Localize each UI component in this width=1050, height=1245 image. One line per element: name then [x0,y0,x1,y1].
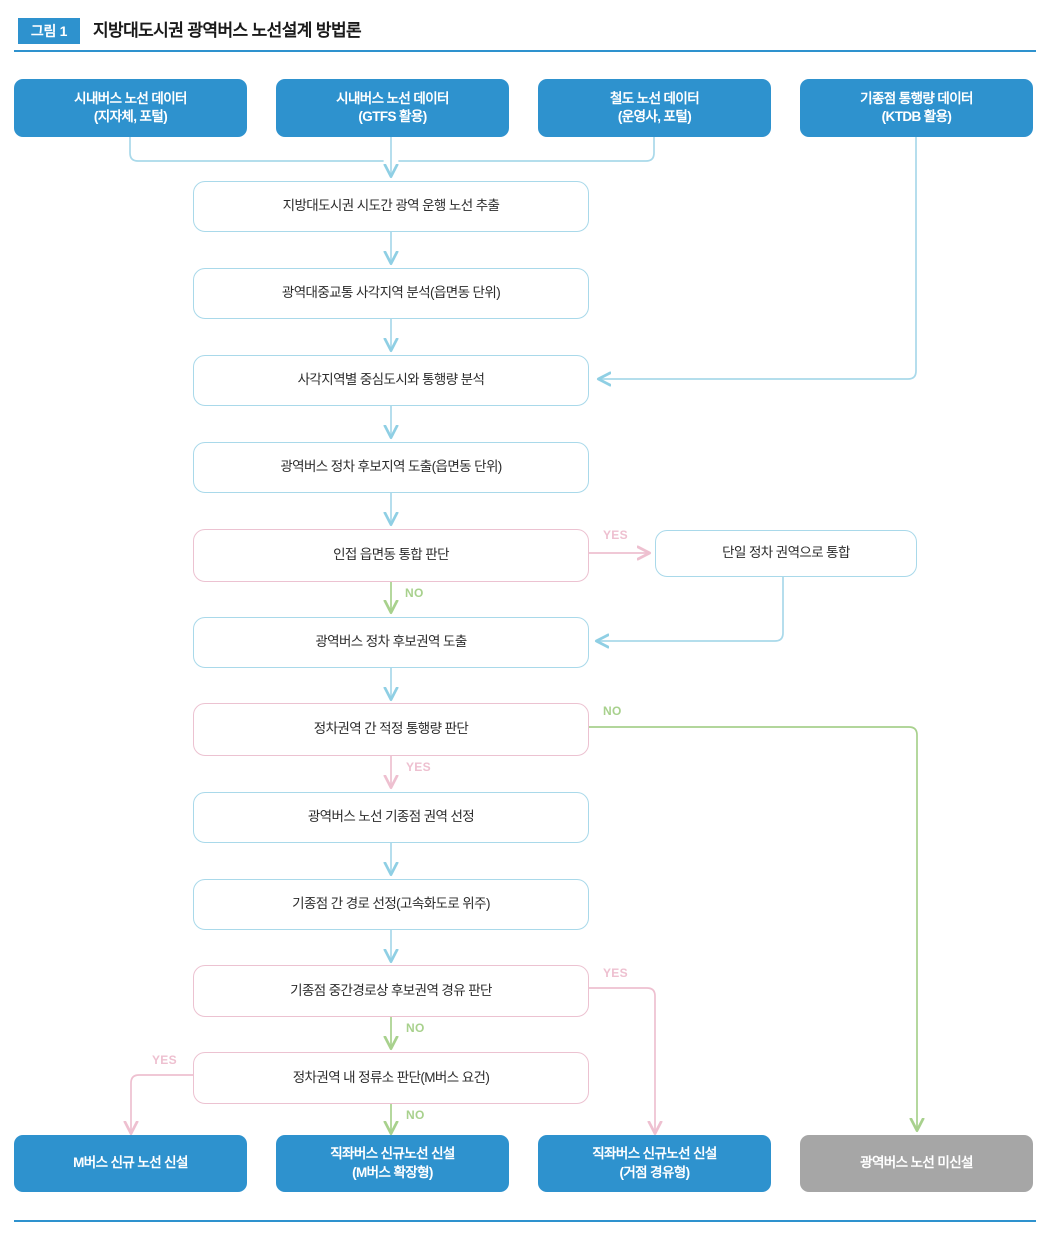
process-label: 광역버스 정차 후보권역 도출 [315,634,467,650]
node-process-select-od-zone[interactable]: 광역버스 노선 기종점 권역 선정 [193,792,589,843]
decision-label: 정차권역 간 적정 통행량 판단 [313,721,469,737]
edge-label-d4-no: NO [406,1108,425,1122]
decision-label: 정차권역 내 정류소 판단(M버스 요건) [292,1069,490,1085]
node-decision-merge-adjacent[interactable]: 인접 읍면동 통합 판단 [193,529,589,582]
result-label-line1: M버스 신규 노선 신설 [73,1155,188,1171]
wire-src1-to-bus [129,136,384,162]
edge-label-d1-yes: YES [603,528,628,542]
result-label-line2: (거점 경유형) [619,1164,690,1180]
process-label: 광역버스 노선 기종점 권역 선정 [307,809,475,825]
wire-d3-yes-r3 [588,987,655,1133]
process-label: 광역버스 정차 후보지역 도출(읍면동 단위) [280,459,502,475]
header-divider [14,50,1036,52]
wire-src3-to-bus [398,136,655,162]
edge-label-d2-yes: YES [406,760,431,774]
source-label-line2: (GTFS 활용) [358,109,427,124]
process-label: 사각지역별 중심도시와 통행량 분석 [297,372,485,388]
wire-s1-to-p5 [597,576,784,641]
node-result-no-new-route[interactable]: 광역버스 노선 미신설 [800,1135,1033,1192]
process-label: 단일 정차 권역으로 통합 [722,545,850,561]
source-label-line1: 시내버스 노선 데이터 [336,90,449,106]
page-title: 지방대도시권 광역버스 노선설계 방법론 [93,21,362,40]
footer-divider [14,1220,1036,1222]
edge-label-d2-no: NO [603,704,622,718]
node-process-blindspot-analysis[interactable]: 광역대중교통 사각지역 분석(읍면동 단위) [193,268,589,319]
edge-label-d3-yes: YES [603,966,628,980]
process-label: 기종점 간 경로 선정(고속화도로 위주) [292,896,490,912]
edge-label-d1-no: NO [405,586,424,600]
node-result-mbus-new[interactable]: M버스 신규 노선 신설 [14,1135,247,1192]
wire-src4-to-p3 [599,136,917,379]
result-label-line2: (M버스 확장형) [352,1164,433,1180]
decision-label: 기종점 중간경로상 후보권역 경유 판단 [290,982,492,998]
node-source-od-ktdb[interactable]: 기종점 통행량 데이터 (KTDB 활용) [800,79,1033,137]
process-label: 광역대중교통 사각지역 분석(읍면동 단위) [281,285,501,301]
source-label-line2: (운영사, 포털) [617,109,692,124]
decision-label: 인접 읍면동 통합 판단 [333,547,449,563]
source-label-line2: (KTDB 활용) [881,109,952,124]
result-label-line1: 광역버스 노선 미신설 [860,1155,973,1171]
edge-label-d4-yes: YES [152,1053,177,1067]
figure-number-badge: 그림 1 [18,18,80,44]
process-label: 지방대도시권 시도간 광역 운행 노선 추출 [282,198,500,214]
node-decision-stop-in-zone[interactable]: 정차권역 내 정류소 판단(M버스 요건) [193,1052,589,1104]
node-process-extract-routes[interactable]: 지방대도시권 시도간 광역 운행 노선 추출 [193,181,589,232]
node-process-candidate-stop-area[interactable]: 광역버스 정차 후보지역 도출(읍면동 단위) [193,442,589,493]
node-source-citybus-local[interactable]: 시내버스 노선 데이터 (지자체, 포털) [14,79,247,137]
node-process-select-route[interactable]: 기종점 간 경로 선정(고속화도로 위주) [193,879,589,930]
result-label-line1: 직좌버스 신규노선 신설 [592,1146,717,1162]
wire-d2-no-r4 [588,726,917,1130]
source-label-line1: 기종점 통행량 데이터 [860,90,973,106]
node-decision-midroute-passes-zone[interactable]: 기종점 중간경로상 후보권역 경유 판단 [193,965,589,1017]
source-label-line1: 시내버스 노선 데이터 [74,90,187,106]
node-result-express-mbus-extended[interactable]: 직좌버스 신규노선 신설 (M버스 확장형) [276,1135,509,1192]
node-source-citybus-gtfs[interactable]: 시내버스 노선 데이터 (GTFS 활용) [276,79,509,137]
node-decision-sufficient-demand[interactable]: 정차권역 간 적정 통행량 판단 [193,703,589,756]
wire-d4-yes-r1 [131,1074,194,1133]
source-label-line1: 철도 노선 데이터 [609,90,700,106]
result-label-line1: 직좌버스 신규노선 신설 [330,1146,455,1162]
node-result-express-hub-via[interactable]: 직좌버스 신규노선 신설 (거점 경유형) [538,1135,771,1192]
edge-label-d3-no: NO [406,1021,425,1035]
node-process-merge-single-zone[interactable]: 단일 정차 권역으로 통합 [655,530,917,577]
node-process-center-city-traffic[interactable]: 사각지역별 중심도시와 통행량 분석 [193,355,589,406]
node-source-rail[interactable]: 철도 노선 데이터 (운영사, 포털) [538,79,771,137]
source-label-line2: (지자체, 포털) [93,109,168,124]
node-process-candidate-stop-zone[interactable]: 광역버스 정차 후보권역 도출 [193,617,589,668]
